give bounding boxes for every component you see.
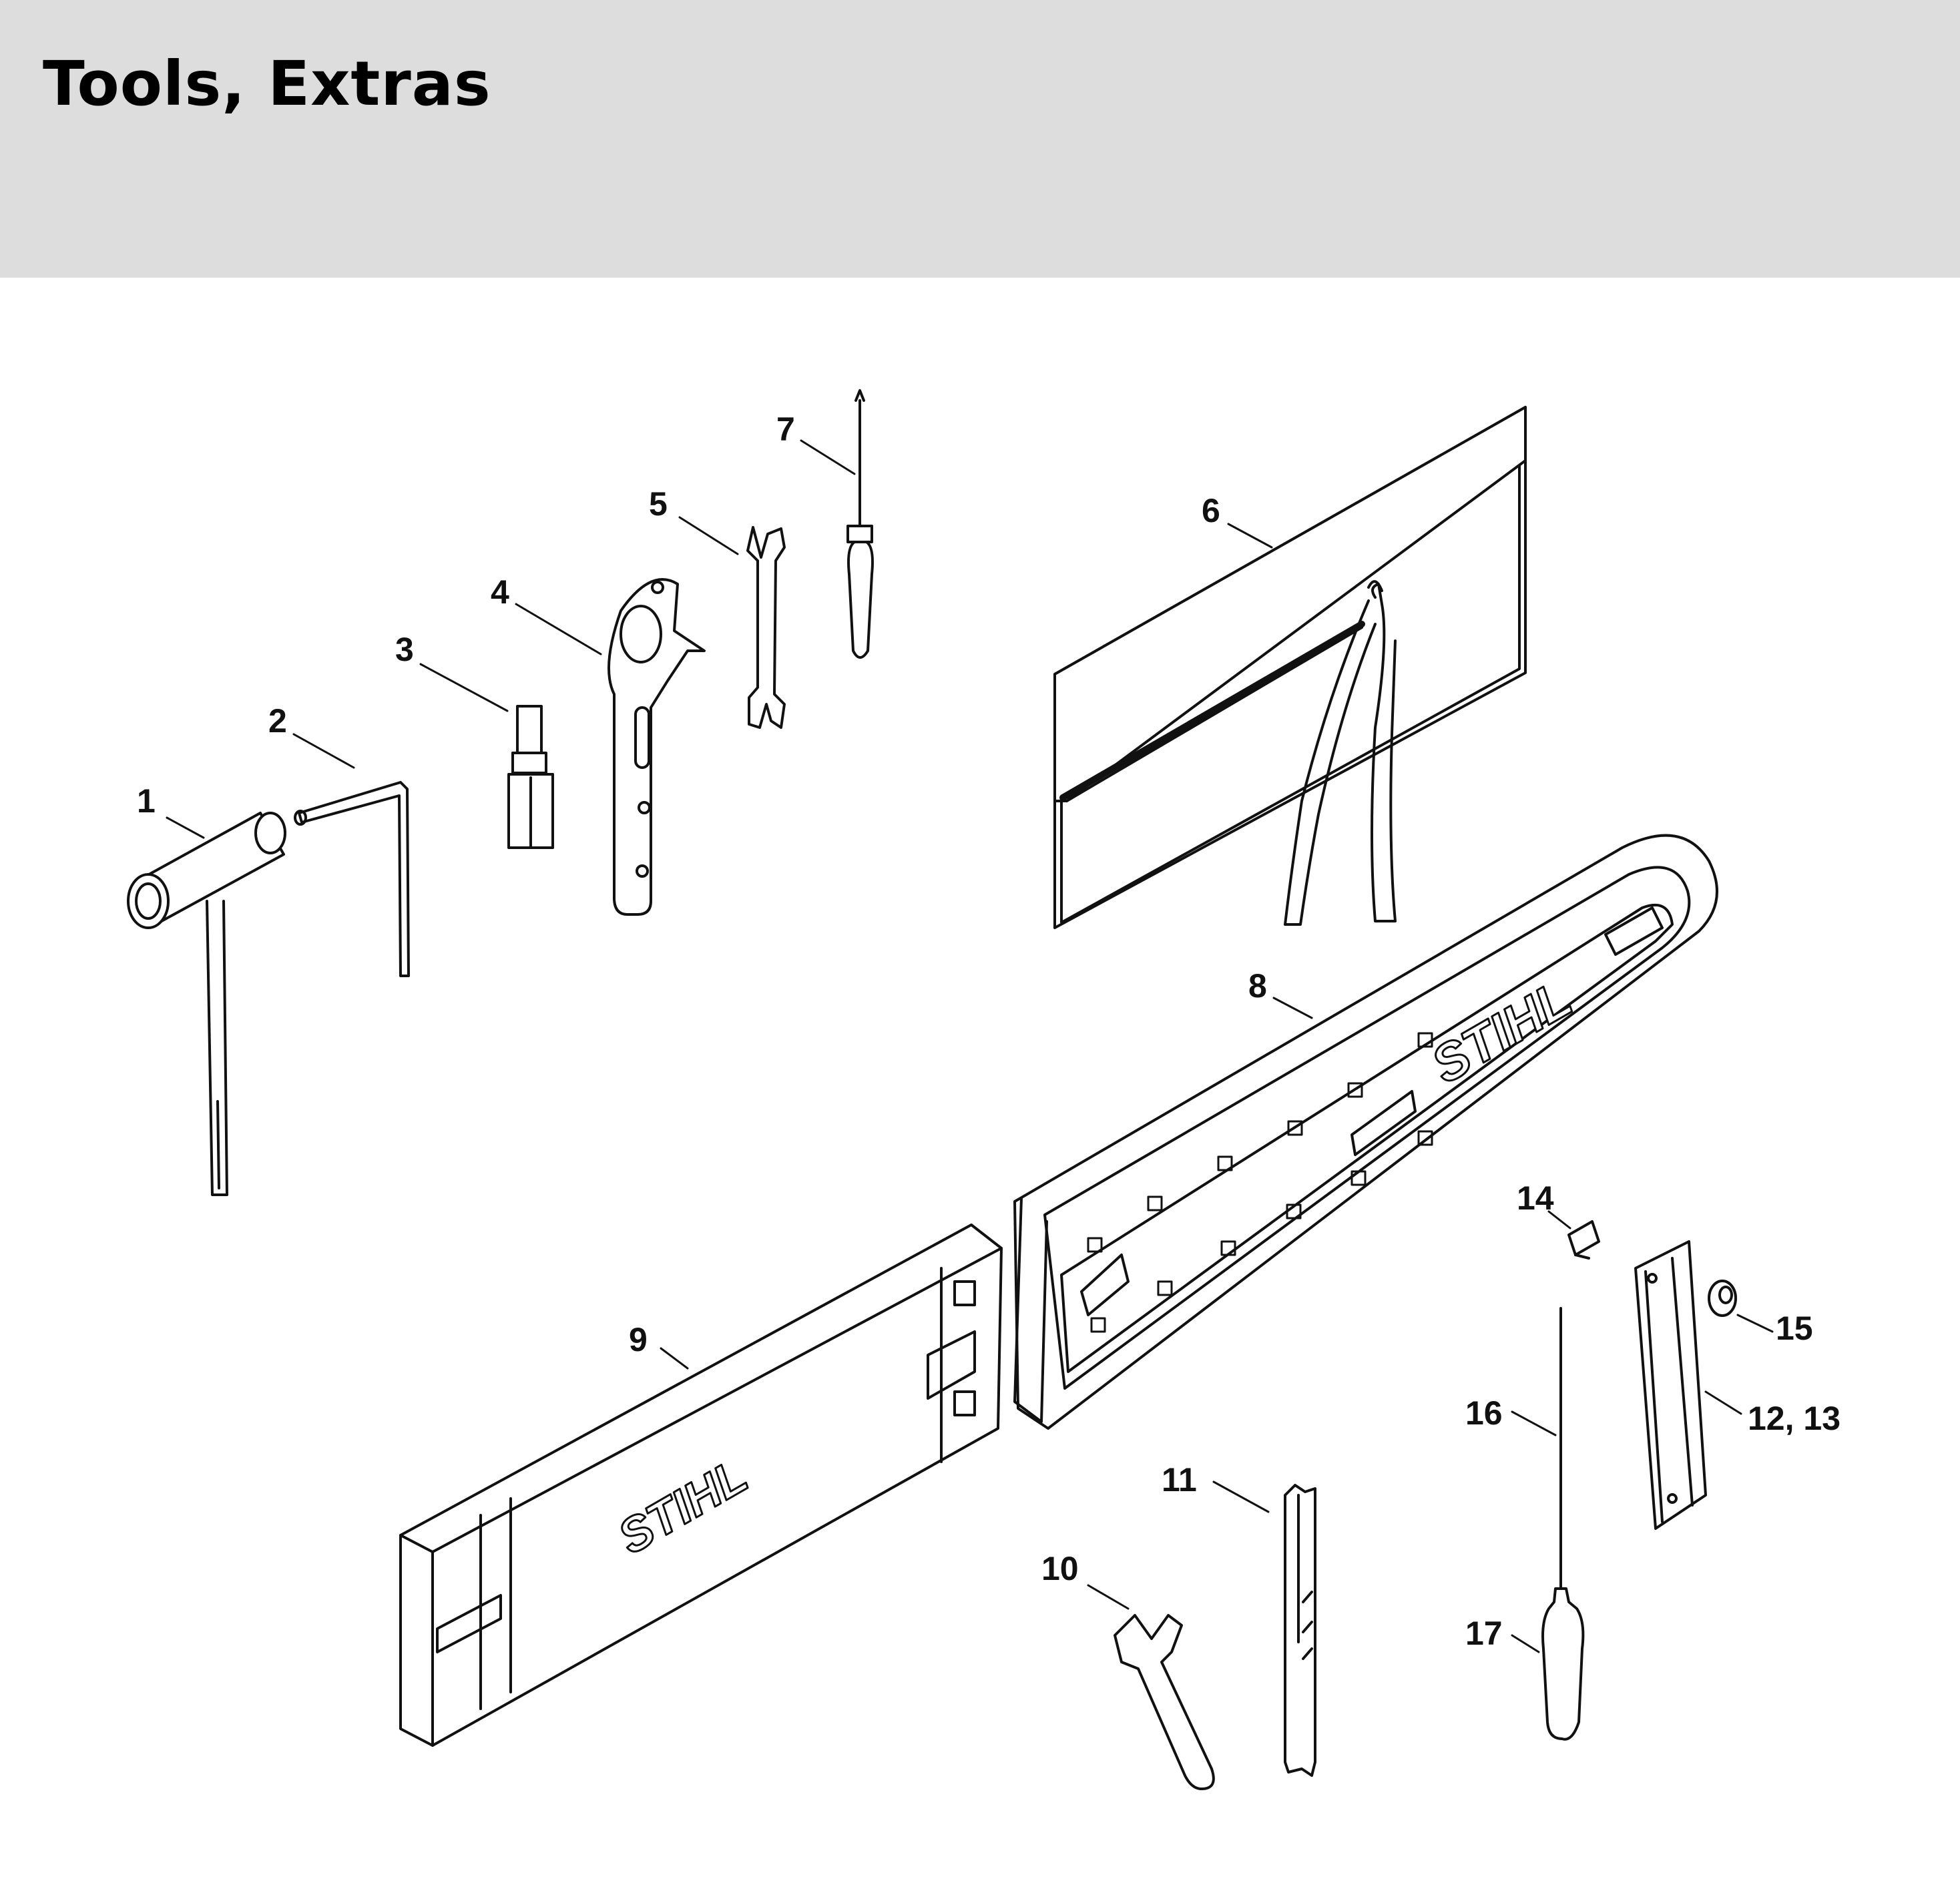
page-title: Tools, Extras: [43, 48, 491, 119]
open-end-wrench-icon: [1114, 1614, 1215, 1790]
chain-scabbard-icon: STIHL: [1013, 834, 1718, 1430]
tool-pouch-icon: [1053, 406, 1527, 929]
depth-gauge-tool-icon: [1284, 1484, 1316, 1777]
callout-11: 11: [1162, 1461, 1197, 1499]
callout-8: 8: [1248, 967, 1267, 1005]
header-band: [0, 0, 1960, 278]
callout-7: 7: [776, 411, 795, 448]
scabbard-extension-icon: STIHL: [399, 1224, 1003, 1747]
callout-16: 16: [1465, 1394, 1503, 1432]
callout-3: 3: [395, 631, 414, 668]
combination-wrench-t-icon: [127, 812, 286, 1196]
callout-10: 10: [1041, 1550, 1079, 1587]
socket-adapter-icon: [507, 705, 554, 849]
leader-lines: [166, 439, 1774, 1653]
flat-wrench-icon: [607, 578, 706, 916]
callout-1: 1: [137, 782, 156, 820]
callout-4: 4: [491, 573, 509, 611]
file-handle-icon: [1541, 1587, 1585, 1741]
callout-14: 14: [1517, 1179, 1554, 1217]
hex-key-icon: [294, 781, 410, 977]
file-holder-icon: [1634, 1240, 1707, 1530]
callout-17: 17: [1465, 1615, 1503, 1652]
nut-icon: [1708, 1280, 1737, 1317]
callout-6: 6: [1202, 492, 1220, 529]
callout-2: 2: [268, 702, 287, 740]
callout-15: 15: [1776, 1310, 1813, 1347]
double-open-end-wrench-icon: [746, 526, 786, 729]
screwdriver-icon: [846, 389, 874, 659]
clip-icon: [1567, 1220, 1600, 1260]
callout-9: 9: [629, 1321, 648, 1358]
callout-5: 5: [649, 485, 668, 523]
callout-12-13: 12, 13: [1748, 1400, 1841, 1437]
